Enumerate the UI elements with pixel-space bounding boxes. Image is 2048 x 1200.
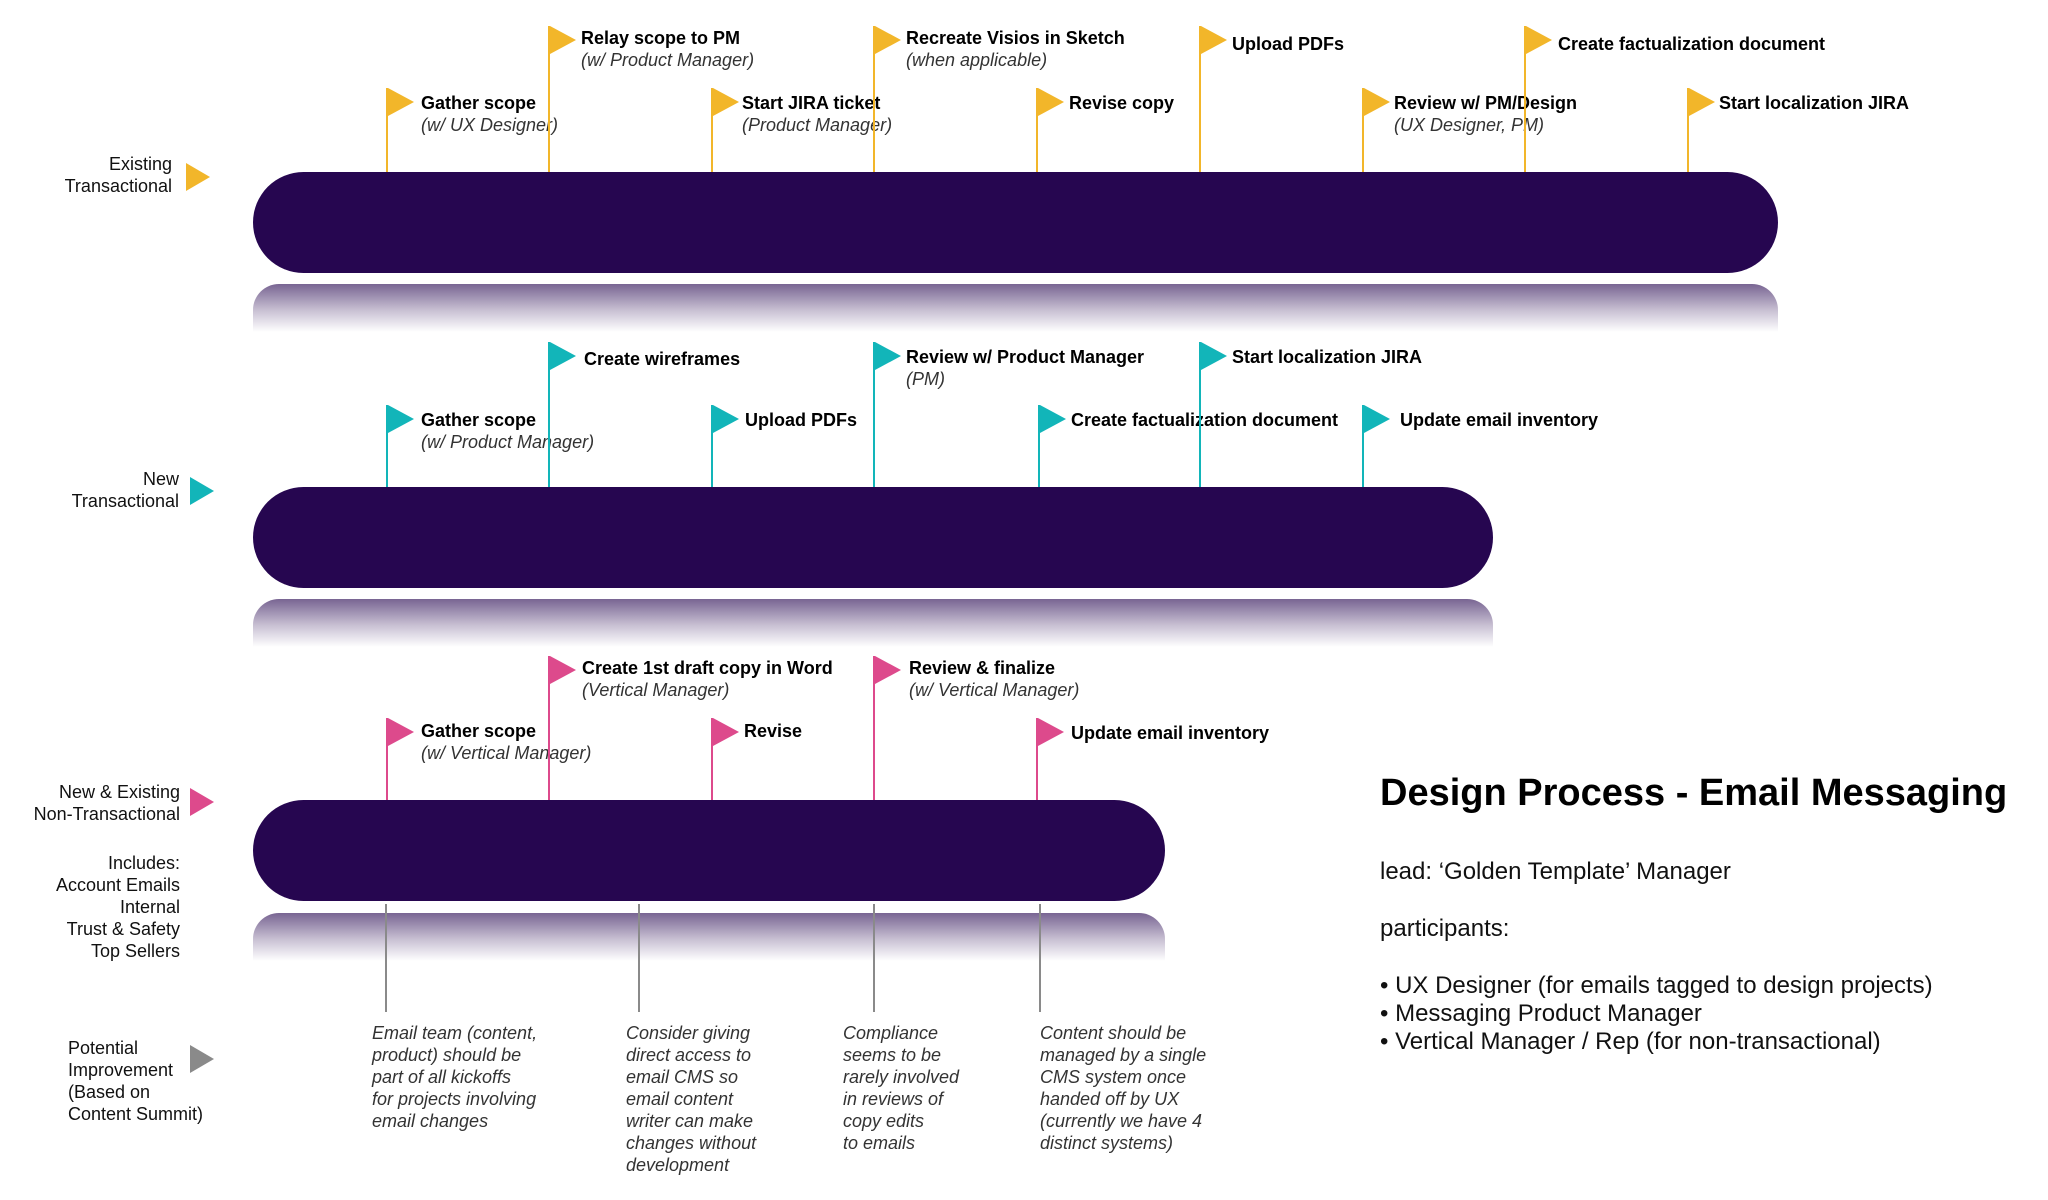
participant-item: • Vertical Manager / Rep (for non-transa…	[1380, 1028, 1881, 1055]
milestone-label-existing: Revise copy	[1069, 93, 1175, 113]
flag-revise-nontrans	[711, 718, 739, 800]
milestone-label-existing: Start localization JIRA	[1719, 93, 1910, 113]
improvement-connector	[1039, 904, 1041, 1012]
milestone-label-new: Review w/ Product Manager(PM)	[906, 347, 1145, 389]
participants-label: participants:	[1380, 915, 1510, 942]
flag-localization-jira-existing	[1687, 88, 1715, 172]
milestone-label-new: Update email inventory	[1400, 410, 1599, 430]
flag-start-jira-existing	[711, 88, 739, 172]
row-label-new-transactional: New Transactional	[71, 469, 179, 511]
milestone-label-nontrans: Create 1st draft copy in Word(Vertical M…	[582, 658, 833, 700]
flag-gather-scope-new	[386, 405, 414, 487]
milestone-label-existing: Upload PDFs	[1232, 34, 1345, 54]
timeline-bar-new	[253, 487, 1493, 588]
flag-upload-pdfs-new	[711, 405, 739, 487]
milestone-label-nontrans: Review & finalize(w/ Vertical Manager)	[909, 658, 1080, 700]
improvement-connector	[873, 904, 875, 1012]
milestone-label-nontrans: Update email inventory	[1071, 723, 1270, 743]
flag-review-pm-design-existing	[1362, 88, 1390, 172]
row-label-non-transactional: New & Existing Non-Transactional	[33, 782, 180, 824]
milestone-label-existing: Create factualization document	[1558, 34, 1826, 54]
flag-relay-scope-existing	[548, 26, 576, 172]
milestone-label-nontrans: Revise	[744, 721, 803, 741]
timeline-bar-nontrans	[253, 800, 1165, 901]
row-marker-nontrans	[190, 788, 214, 816]
flag-first-draft-nontrans	[548, 656, 576, 800]
milestone-label-existing: Review w/ PM/Design(UX Designer, PM)	[1394, 93, 1578, 135]
improvement-connector	[638, 904, 640, 1012]
flag-create-wireframes-new	[548, 342, 576, 487]
flag-localization-jira-new	[1199, 342, 1227, 487]
flag-update-inventory-nontrans	[1036, 718, 1064, 800]
participant-item: • Messaging Product Manager	[1380, 1000, 1702, 1027]
improvement-label: Potential Improvement (Based on Content …	[68, 1038, 204, 1124]
milestone-label-existing: Gather scope(w/ UX Designer)	[421, 93, 559, 135]
flag-factualization-new	[1038, 405, 1066, 487]
milestone-label-nontrans: Gather scope(w/ Vertical Manager)	[421, 721, 592, 763]
flag-gather-scope-nontrans	[386, 718, 414, 800]
page-title: Design Process - Email Messaging	[1380, 772, 2008, 814]
milestone-label-new: Gather scope(w/ Product Manager)	[421, 410, 595, 452]
milestone-label-new: Upload PDFs	[745, 410, 858, 430]
flag-update-inventory-new	[1362, 405, 1390, 487]
lead-text: lead: ‘Golden Template’ Manager	[1380, 858, 1731, 885]
participant-item: • UX Designer (for emails tagged to desi…	[1380, 972, 1933, 999]
row-label-existing-transactional: Existing Transactional	[64, 154, 172, 196]
flag-factualization-existing	[1524, 26, 1552, 172]
timeline-bar-existing	[253, 172, 1778, 273]
timeline-shadow-new	[253, 599, 1493, 647]
flag-recreate-visios-existing	[873, 26, 901, 172]
milestone-label-existing: Relay scope to PM(w/ Product Manager)	[581, 28, 755, 70]
milestone-label-existing: Start JIRA ticket(Product Manager)	[742, 93, 893, 135]
improvement-connector	[385, 904, 387, 1012]
milestone-label-existing: Recreate Visios in Sketch(when applicabl…	[906, 28, 1125, 70]
milestone-label-new: Create wireframes	[584, 349, 741, 369]
includes-list: Includes: Account Emails Internal Trust …	[55, 853, 180, 961]
flag-review-finalize-nontrans	[873, 656, 901, 800]
timeline-shadow-existing	[253, 284, 1778, 332]
row-marker-existing	[186, 163, 210, 191]
flag-revise-copy-existing	[1036, 88, 1064, 172]
row-marker-improvement	[190, 1045, 214, 1073]
milestone-label-new: Create factualization document	[1071, 410, 1339, 430]
flag-review-pm-new	[873, 342, 901, 487]
row-marker-new	[190, 477, 214, 505]
flag-upload-pdfs-existing	[1199, 26, 1227, 172]
milestone-label-new: Start localization JIRA	[1232, 347, 1423, 367]
flag-gather-scope-existing	[386, 88, 414, 172]
timeline-shadow-nontrans	[253, 913, 1165, 961]
